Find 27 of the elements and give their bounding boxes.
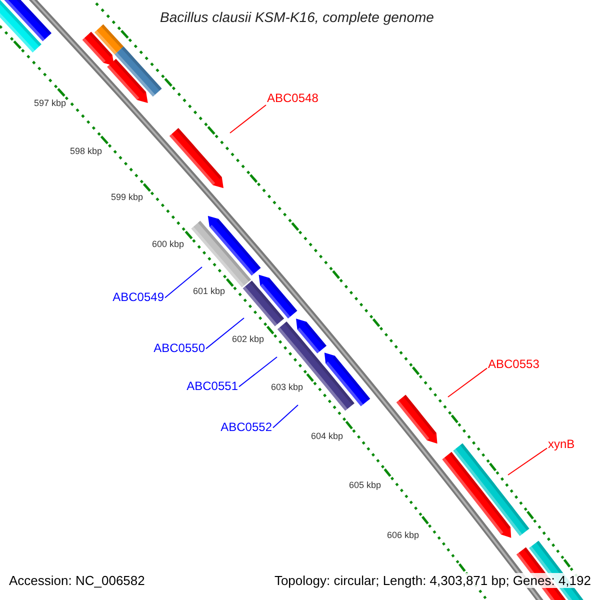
position-label: 597 kbp xyxy=(32,98,68,108)
leader-line xyxy=(206,318,244,350)
genome-info-label: Topology: circular; Length: 4,303,871 bp; Genes: 4,192 xyxy=(274,573,591,588)
map-title: Bacillus clausii KSM-K16, complete genome xyxy=(159,9,435,25)
position-label: 602 kbp xyxy=(230,334,266,344)
gene-label: ABC0548 xyxy=(267,91,318,105)
position-label: 601 kbp xyxy=(192,286,226,296)
position-label: 599 kbp xyxy=(110,192,144,202)
position-label: 603 kbp xyxy=(270,382,304,392)
gene-label: ABC0550 xyxy=(154,341,205,355)
leader-line xyxy=(448,368,488,398)
gene-label: ABC0552 xyxy=(220,420,272,434)
leader-line xyxy=(230,104,266,134)
accession-label: Accession: NC_006582 xyxy=(9,573,145,588)
gene-label: ABC0551 xyxy=(186,379,238,393)
gene-label: ABC0549 xyxy=(112,290,164,304)
position-label: 606 kbp xyxy=(386,530,420,540)
leader-line xyxy=(238,356,278,388)
position-label: 604 kbp xyxy=(310,431,344,441)
leader-line xyxy=(164,266,202,298)
gene-label: xynB xyxy=(548,437,575,451)
leader-line xyxy=(272,404,298,428)
position-label: 598 kbp xyxy=(68,146,104,156)
gene-label: ABC0553 xyxy=(488,357,540,371)
position-label: 605 kbp xyxy=(348,480,382,490)
position-label: 600 kbp xyxy=(150,239,186,249)
leader-line xyxy=(508,448,548,476)
